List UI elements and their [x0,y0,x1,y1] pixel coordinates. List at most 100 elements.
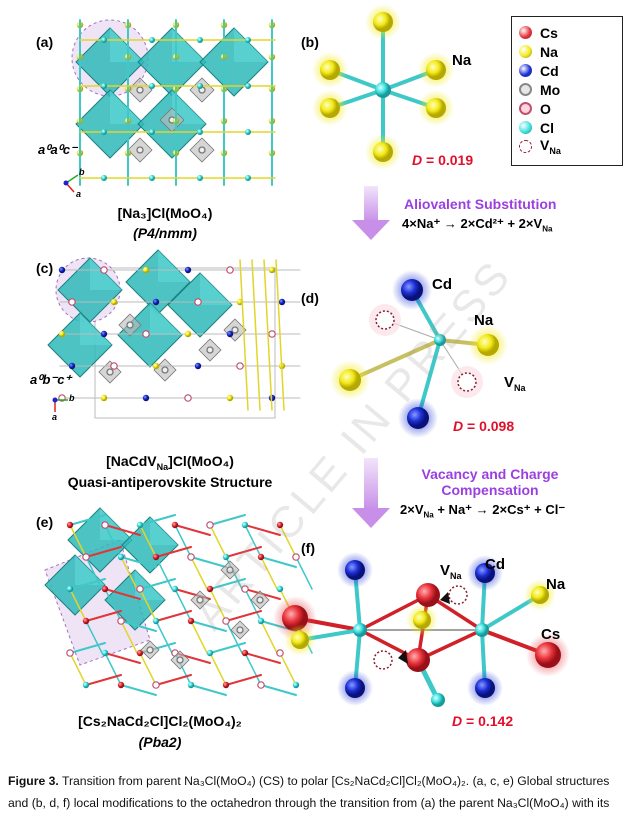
cl-atom [101,129,107,135]
o-atom [117,617,125,625]
transition-title-1: Aliovalent Substitution [404,196,557,212]
na-atom [58,330,66,338]
bond [155,556,173,590]
cl-atom [353,623,367,637]
na-atom [226,394,234,402]
cl-atom [66,585,74,593]
cs-atom [206,585,214,593]
cd-swatch-icon [519,64,532,77]
bond [174,524,211,536]
legend-item-cs: Cs [519,23,622,42]
legend-label: Mo [540,81,561,98]
distortion-value-d: D = 0.098 [453,418,515,434]
transition-arrow-2 [352,458,390,528]
octahedron-face [172,90,206,124]
octahedron-face [150,303,182,335]
cd-atom [345,678,365,698]
cd-atom [184,266,192,274]
bond [260,684,297,696]
legend-item-v: VNa [519,137,622,156]
na-atom [320,60,340,80]
vacancy-site [457,372,477,392]
octahedron-d [330,270,508,438]
structure-e [44,507,313,696]
na-swatch-icon [519,45,532,58]
cs-atom [241,649,249,657]
legend-label: VNa [540,137,561,156]
bond [120,620,138,654]
cs-atom [82,617,90,625]
bond [279,524,297,558]
bond [251,259,261,411]
bond [104,588,141,600]
bond [139,524,157,558]
cl-atom [197,175,203,181]
cl-atom [241,521,249,529]
space-group-a: (P4/nmm) [133,225,197,241]
bond [155,610,192,622]
structure-c [47,249,301,419]
octahedron-face [200,273,232,305]
cd-atom [152,298,160,306]
arrow-icon [440,592,450,604]
bond [209,514,246,526]
vacancy-label-d: VNa [504,374,526,393]
cl-atom [82,681,90,689]
cl-atom [149,83,155,89]
cl-swatch-icon [519,121,532,134]
structure-name-a: [Na₃]Cl(MoO₄) [117,205,213,221]
o-atom [68,298,76,306]
mo-atom [196,596,204,604]
atom-label-na-d: Na [474,312,494,329]
octahedron-f [273,552,570,707]
mo-atom [256,596,264,604]
bond [139,652,157,686]
cd-atom [58,266,66,274]
cd-atom [100,330,108,338]
na-atom [142,266,150,274]
bond [244,588,262,622]
bond [85,610,122,622]
legend-item-cd: Cd [519,61,622,80]
legend-label: Cd [540,62,559,79]
transition-equation-1: 4×Na⁺ → 2×Cd²⁺ + 2×VNa [402,216,553,234]
bond [244,652,281,664]
bond [225,546,262,558]
bond [139,514,176,526]
panel-label-e: (e) [36,514,54,530]
cs-atom [117,681,125,689]
cl-atom [149,129,155,135]
na-atom [339,369,361,391]
bond [209,652,227,686]
bond [244,652,262,686]
cl-atom [197,129,203,135]
bond [69,514,106,526]
na-atom [373,142,393,162]
bond [104,652,141,664]
cl-atom [431,693,445,707]
bond [225,674,262,686]
axes-a [63,174,79,193]
distortion-value-b: D = 0.019 [412,152,474,168]
cl-atom [257,617,265,625]
o-atom [187,553,195,561]
octahedron-face [135,570,165,600]
bond [190,620,208,654]
o-atom [206,521,214,529]
bond [85,674,122,686]
cs-atom [152,553,160,561]
structure-name-c: [NaCdVNa]Cl(MoO₄) [106,453,234,472]
cs-atom [66,521,74,529]
octahedron-face [90,258,122,290]
cl-atom [245,37,251,43]
mo-atom [136,146,144,154]
cs-atom [171,521,179,529]
mo-atom [161,366,169,374]
panel-label-d: (d) [301,290,319,306]
bond [85,620,103,654]
o-atom [82,553,90,561]
cl-atom [101,175,107,181]
na-atom [184,330,192,338]
cl-atom [245,175,251,181]
